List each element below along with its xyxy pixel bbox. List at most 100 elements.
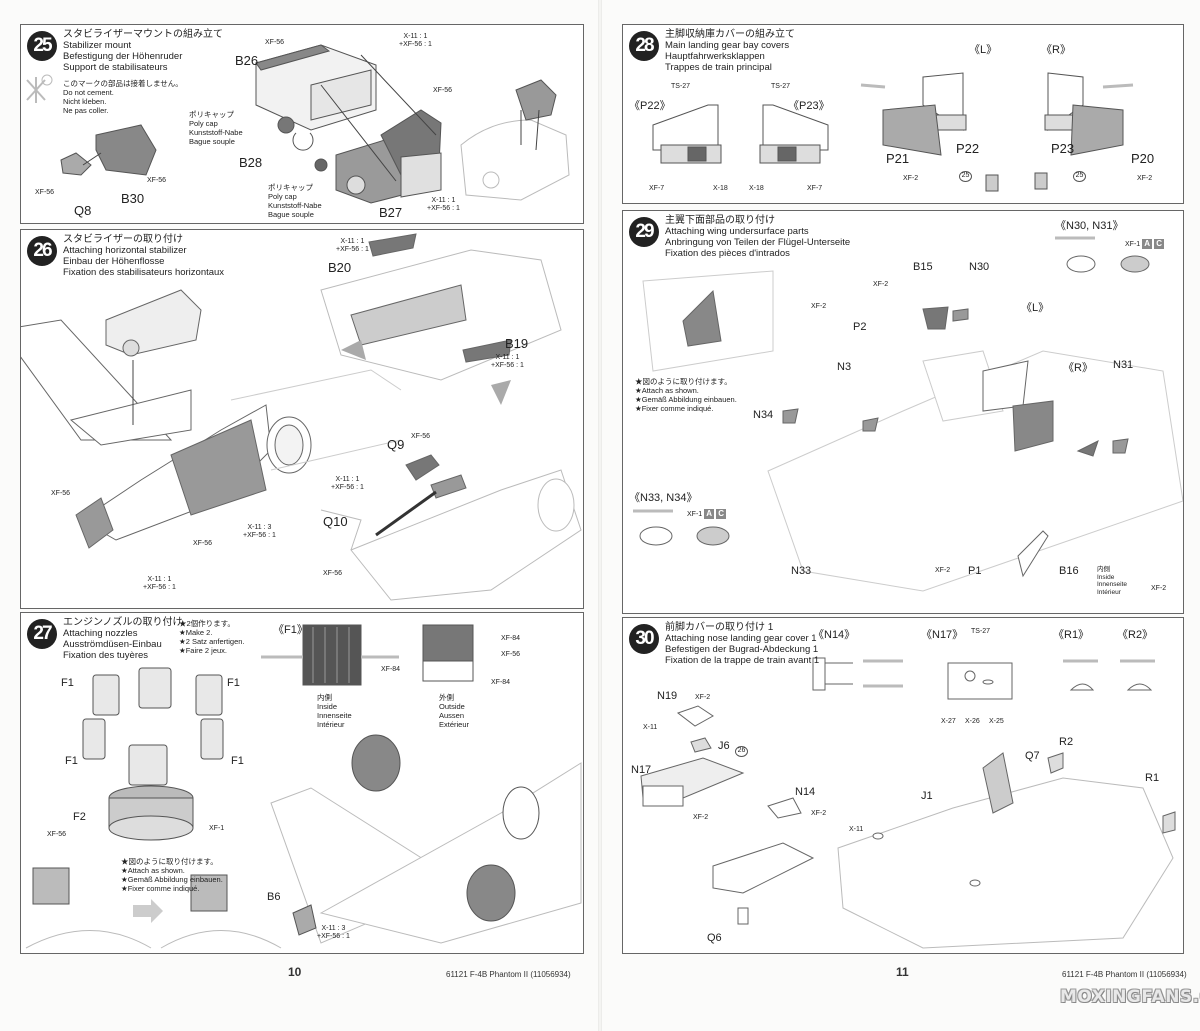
decal-number: 25 — [959, 171, 972, 182]
view-label: 《P23》 — [788, 100, 830, 112]
color-key-a: A — [704, 509, 715, 519]
paint-line: +XF-56 : 1 — [143, 584, 176, 591]
step-number-badge: 27 — [27, 619, 57, 649]
paint-line: X-11 : 3 — [321, 925, 346, 932]
color-key-c: C — [1154, 239, 1165, 249]
part-label: B6 — [267, 891, 281, 903]
title-fr: Fixation des pièces d'intrados — [665, 248, 790, 259]
decal-number: 26 — [735, 746, 748, 757]
paint-callout: TS-27 — [971, 628, 991, 635]
note-fr: ★Faire 2 jeux. — [179, 646, 227, 655]
part-label: F1 — [61, 677, 74, 689]
note-de: Kunststoff-Nabe — [268, 201, 322, 210]
note-jp: ★図のように取り付けます。 — [121, 857, 218, 866]
note-jp: ★図のように取り付けます。 — [635, 377, 732, 386]
paint-line: X-11 : 1 — [147, 576, 172, 583]
view-label: 《N33, N34》 — [629, 492, 698, 504]
page-footer: 61121 F-4B Phantom II (11056934) — [446, 970, 571, 979]
step-30-illustration — [640, 657, 1176, 949]
step-25-illustration — [26, 44, 570, 204]
note-de: ★Gemäß Abbildung einbauen. — [121, 875, 223, 884]
step-number-badge: 26 — [27, 236, 57, 266]
title-de: Einbau der Höhenflosse — [63, 256, 165, 267]
paint-callout: XF-7 — [649, 185, 665, 192]
step-number-badge: 25 — [27, 31, 57, 61]
title-de: Befestigung der Höhenruder — [63, 51, 183, 62]
part-label: Q6 — [707, 932, 722, 944]
note-jp: 内側 — [1097, 566, 1110, 573]
title-en: Attaching nozzles — [63, 628, 138, 639]
paint-callout: XF-56 — [193, 540, 213, 547]
paint-line: +XF-56 : 1 — [317, 933, 350, 940]
color-key-c: C — [716, 509, 727, 519]
paint-callout: XF-56 — [47, 831, 67, 838]
part-label: N34 — [753, 409, 774, 421]
paint-callout: XF-2 — [811, 303, 827, 310]
step-number-badge: 30 — [629, 624, 659, 654]
b16-inside-note: 内側 Inside Innenseite Intérieur — [1097, 566, 1127, 596]
note-fr: Intérieur — [1097, 588, 1121, 596]
note-en: Poly cap — [268, 192, 297, 201]
outside-note: 外側 Outside Aussen Extérieur — [439, 693, 469, 729]
make-two-note: ★2個作ります。 ★Make 2. ★2 Satz anfertigen. ★F… — [179, 619, 245, 655]
title-de: Befestigen der Bugrad-Abdeckung 1 — [665, 644, 819, 655]
title-fr: Fixation de la trappe de train avant 1 — [665, 655, 820, 666]
paint-callout: XF-56 — [411, 433, 431, 440]
part-label: J1 — [921, 790, 933, 802]
view-label: 《R》 — [1041, 44, 1071, 56]
part-label: F2 — [73, 811, 86, 823]
part-label: N30 — [969, 261, 990, 273]
note-de: Nicht kleben. — [63, 97, 107, 106]
paint-callout: XF-2 — [1151, 585, 1167, 592]
note-fr: Bague souple — [189, 137, 235, 146]
color-key-a: A — [1142, 239, 1153, 249]
view-label: 《F1》 — [273, 624, 308, 636]
paint-callout: X-11 : 1+XF-56 : 1 — [399, 33, 432, 49]
paint-callout: X-11 — [643, 724, 658, 731]
note-en: Inside — [317, 702, 338, 711]
polycap-note-1: ポリキャップ Poly cap Kunststoff-Nabe Bague so… — [189, 110, 243, 146]
paint-callout: XF-56 — [265, 39, 285, 46]
part-label: P20 — [1131, 151, 1155, 166]
view-label: 《R1》 — [1053, 629, 1090, 641]
note-de: Innenseite — [317, 711, 352, 720]
step-29-illustration — [633, 236, 1183, 592]
step-25-panel: 25 スタビライザーマウントの組み立て Stabilizer mount Bef… — [20, 24, 584, 224]
view-label: 《R2》 — [1117, 629, 1154, 641]
step-title: 主脚収納庫カバーの組み立て Main landing gear bay cove… — [665, 29, 795, 73]
part-label: F1 — [231, 755, 244, 767]
title-jp: 主脚収納庫カバーの組み立て — [665, 29, 795, 40]
paint-callout: X-11 — [849, 826, 864, 833]
part-label: B15 — [913, 261, 933, 273]
part-label: Q8 — [74, 203, 92, 218]
paint-callout: X-11 : 3+XF-56 : 1 — [243, 524, 276, 540]
paint-callout: XF-2 — [1137, 175, 1153, 182]
part-label: F1 — [65, 755, 78, 767]
part-label: B20 — [328, 260, 352, 275]
paint-callout: X-11 : 1+XF-56 : 1 — [336, 238, 369, 254]
paint-callout: XF-1 — [209, 825, 225, 832]
attach-as-shown-note: ★図のように取り付けます。 ★Attach as shown. ★Gemäß A… — [635, 377, 737, 413]
left-page: 25 スタビライザーマウントの組み立て Stabilizer mount Bef… — [20, 24, 584, 979]
paint-callout: XF-2 — [693, 814, 709, 821]
step-30-panel: 30 前脚カバーの取り付け 1 Attaching nose landing g… — [622, 617, 1184, 954]
title-jp: 主翼下面部品の取り付け — [665, 215, 775, 226]
polycap-note-2: ポリキャップ Poly cap Kunststoff-Nabe Bague so… — [268, 183, 322, 219]
step-title: 主翼下面部品の取り付け Attaching wing undersurface … — [665, 215, 850, 259]
title-en: Main landing gear bay covers — [665, 40, 790, 51]
note-jp: 内側 — [317, 693, 332, 702]
paint-callout: XF-2 — [935, 567, 951, 574]
note-en: Poly cap — [189, 119, 218, 128]
page-number: 10 — [288, 965, 302, 979]
note-fr: Extérieur — [439, 720, 470, 729]
step-29-panel: 29 主翼下面部品の取り付け Attaching wing undersurfa… — [622, 210, 1184, 614]
note-fr: Intérieur — [317, 720, 345, 729]
paint-callout: X-11 : 1+XF-56 : 1 — [331, 476, 364, 492]
page-gutter — [598, 0, 602, 1031]
paint-callout: XF-84 — [491, 679, 511, 686]
part-label: B26 — [235, 53, 259, 68]
step-number-badge: 28 — [629, 31, 659, 61]
note-en: Outside — [439, 702, 465, 711]
title-fr: Fixation des stabilisateurs horizontaux — [63, 267, 225, 278]
